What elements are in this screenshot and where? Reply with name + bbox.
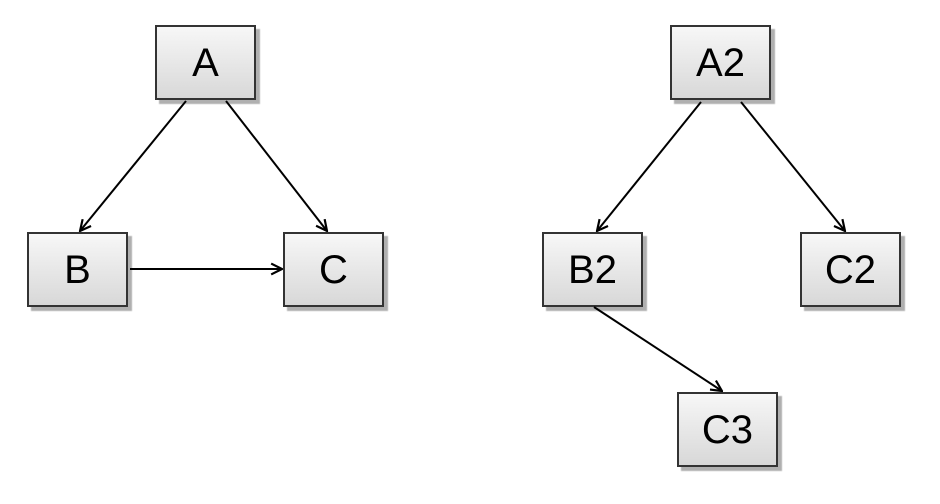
node-B2: B2 [542, 232, 643, 307]
edge-A2-C2 [740, 101, 845, 231]
node-C2: C2 [800, 232, 901, 307]
node-A: A [155, 25, 256, 100]
edge-A2-B2 [597, 101, 702, 231]
edge-A-B [80, 100, 187, 231]
node-C3: C3 [677, 392, 778, 467]
node-B: B [27, 232, 128, 307]
node-A2: A2 [670, 25, 771, 100]
edge-B2-C3 [593, 306, 722, 391]
edge-A-C [225, 100, 327, 231]
node-C: C [283, 232, 384, 307]
